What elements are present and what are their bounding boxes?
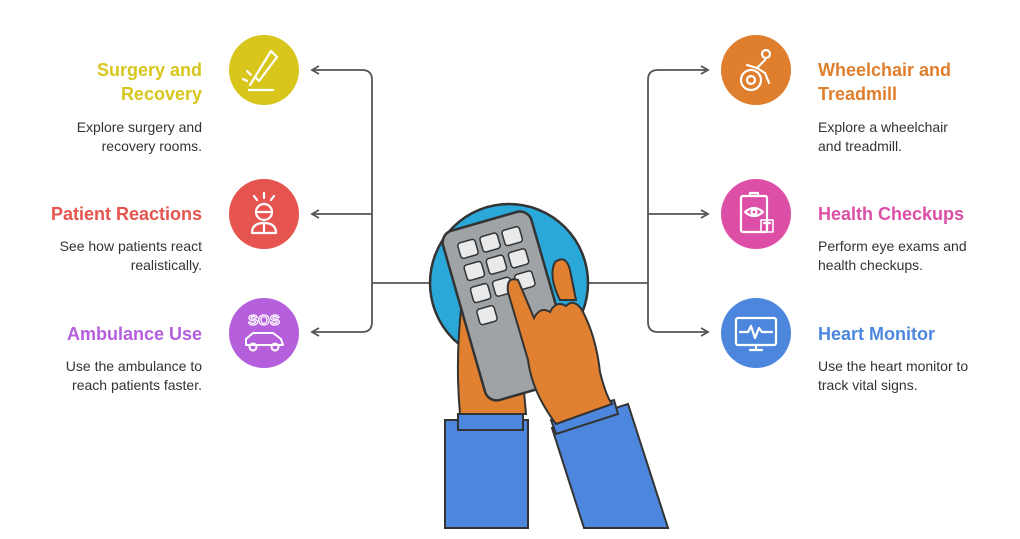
- svg-text:SOS: SOS: [248, 312, 280, 329]
- connector-lines-left: [310, 65, 432, 337]
- left-cuff: [457, 413, 524, 431]
- patient-reactions-node: [229, 179, 299, 249]
- surgery-recovery-title: Surgery and Recovery: [96, 60, 202, 104]
- wheelchair-treadmill-node: [721, 35, 791, 105]
- patient-reactions-title: Patient Reactions: [50, 204, 202, 224]
- wheelchair-icon: [739, 48, 772, 92]
- surgery-recovery-node: [229, 35, 299, 105]
- connector-lines-right: [588, 65, 710, 337]
- health-checkups-node: [721, 179, 791, 249]
- scalpel-icon: [241, 49, 279, 92]
- patient-reaction-icon: [250, 191, 278, 235]
- remote-hand-illustration: [428, 202, 670, 529]
- patient-reactions-desc: See how patients react realistically.: [59, 238, 202, 273]
- heart-monitor-title: Heart Monitor: [818, 324, 935, 344]
- health-checkups-desc: Perform eye exams and health checkups.: [818, 238, 967, 273]
- sos-ambulance-icon: SOS: [245, 311, 284, 352]
- surgery-recovery-desc: Explore surgery and recovery rooms.: [76, 119, 202, 154]
- heart-monitor-node: [721, 298, 791, 368]
- right-thumb: [551, 258, 578, 301]
- ambulance-use-title: Ambulance Use: [66, 324, 202, 344]
- heart-monitor-icon: [734, 316, 778, 352]
- ambulance-use-node: SOS: [229, 298, 299, 368]
- right-hand: [506, 278, 614, 426]
- left-sleeve: [444, 419, 529, 529]
- health-checkups-title: Health Checkups: [818, 204, 965, 224]
- wheelchair-treadmill-desc: Explore a wheelchair and treadmill.: [818, 119, 948, 154]
- wheelchair-treadmill-title: Wheelchair and Treadmill: [818, 60, 952, 104]
- ambulance-use-desc: Use the ambulance to reach patients fast…: [65, 358, 202, 393]
- heart-monitor-desc: Use the heart monitor to track vital sig…: [818, 358, 969, 393]
- eye-exam-icon: [739, 191, 774, 234]
